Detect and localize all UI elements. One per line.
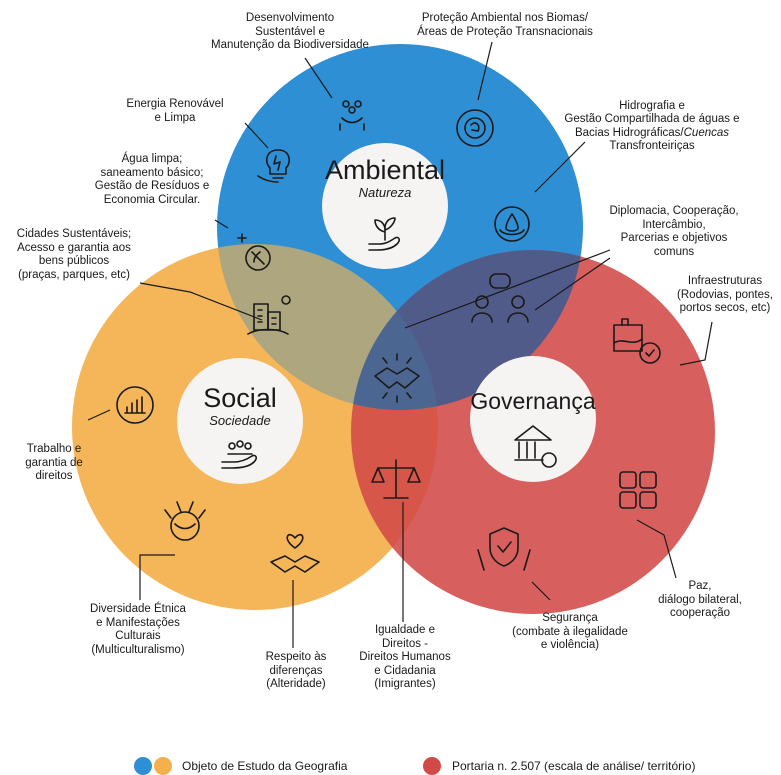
inner-circle-social (177, 358, 303, 484)
infrastructure-icon (613, 318, 661, 364)
label-hidrografia-part2: Transfronteiriças (609, 140, 695, 152)
subtitle-social-text: Sociedade (209, 413, 271, 428)
title-governanca-text: Governança (470, 388, 596, 414)
legend-label-portaria: Portaria n. 2.507 (escala de análise/ te… (452, 759, 696, 773)
legend-dot-ambiental (134, 757, 152, 775)
meeting-people-icon (471, 273, 529, 323)
scales-icon (371, 459, 421, 499)
united-hands-icon (619, 471, 657, 509)
label-hidrografia-italic: Cuencas (683, 126, 730, 139)
recycle-globe-icon (456, 109, 494, 147)
label-desenvolvimento: Desenvolvimento Sustentável e Manutenção… (211, 12, 369, 51)
community-hand-icon (221, 440, 257, 469)
title-social: Social Sociedade (177, 383, 303, 428)
chart-growth-icon (116, 386, 154, 424)
label-protecao: Proteção Ambiental nos Biomas/ Áreas de … (417, 12, 593, 38)
label-diplomacia: Diplomacia, Cooperação, Intercâmbio, Par… (609, 205, 739, 258)
plant-hand-icon (368, 217, 400, 251)
label-infraestruturas: Infraestruturas (Rodovias, pontes, porto… (677, 275, 773, 314)
heart-handshake-icon (270, 533, 320, 573)
label-paz: Paz, diálogo bilateral, cooperação (658, 580, 742, 619)
biodiversity-icon (339, 100, 365, 131)
label-cidades: Cidades Sustentáveis; Acesso e garantia … (16, 228, 132, 281)
institution-gear-icon (514, 425, 557, 468)
legend-dot-governanca (423, 757, 441, 775)
legend-label-objeto: Objeto de Estudo da Geografia (182, 759, 348, 773)
title-ambiental: Ambiental Natureza (322, 155, 448, 200)
label-diversidade: Diversidade Étnica e Manifestações Cultu… (90, 603, 186, 656)
handshake-icon (374, 353, 420, 403)
label-respeito: Respeito às diferenças (Alteridade) (265, 651, 327, 690)
subtitle-ambiental-text: Natureza (358, 185, 412, 200)
label-trabalho: Trabalho e garantia de direitos (25, 443, 83, 482)
diversity-icon (164, 501, 206, 541)
label-agua: Água limpa; saneamento básico; Gestão de… (94, 153, 210, 206)
label-hidrografia-part1: Hidrografia e Gestão Compartilhada de ág… (564, 99, 740, 139)
label-hidrografia: Hidrografia e Gestão Compartilhada de ág… (542, 86, 762, 154)
overlap-tints (217, 244, 583, 410)
inner-circle-ambiental (322, 143, 448, 269)
shield-hands-icon (477, 527, 531, 571)
water-drop-icon (237, 233, 271, 271)
inner-circle-governanca (470, 356, 596, 482)
sustainable-city-icon (247, 295, 291, 335)
label-seguranca: Segurança (combate à ilegalidade e violê… (512, 612, 628, 651)
title-governanca: Governança (470, 386, 596, 416)
water-hands-icon (494, 206, 530, 242)
title-social-text: Social (203, 383, 277, 413)
label-igualdade: Igualdade e Direitos - Direitos Humanos … (359, 624, 451, 690)
title-ambiental-text: Ambiental (324, 155, 446, 185)
lightbulb-icon (257, 149, 291, 183)
label-energia: Energia Renovável e Limpa (126, 98, 224, 124)
legend-dot-social (154, 757, 172, 775)
leader-lines (87, 41, 713, 648)
